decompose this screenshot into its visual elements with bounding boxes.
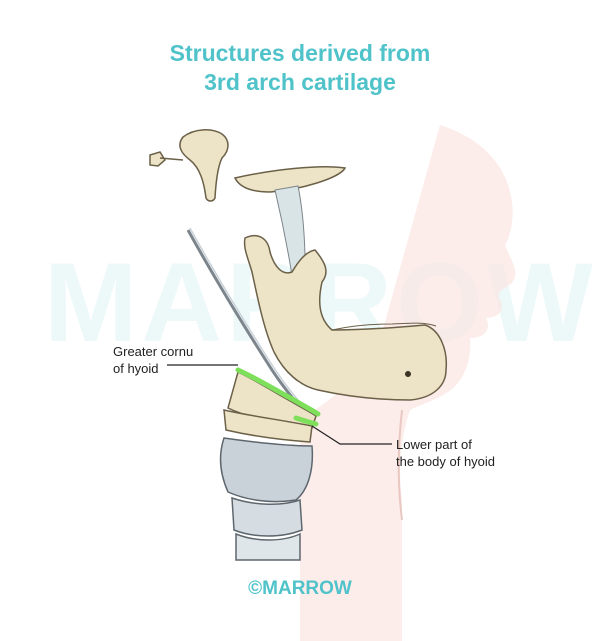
neck-shadow bbox=[397, 409, 403, 521]
leader-lower-part bbox=[311, 425, 392, 445]
brand-name: MARROW bbox=[262, 578, 352, 599]
mental-foramen bbox=[405, 371, 411, 377]
incus-bone bbox=[179, 129, 229, 202]
mandible bbox=[243, 234, 448, 401]
body-of-hyoid bbox=[223, 409, 313, 443]
trachea bbox=[235, 532, 301, 561]
label-greater-cornu-line-1: Greater cornu bbox=[113, 344, 194, 359]
copyright-symbol: © bbox=[248, 578, 263, 599]
cricoid-cartilage bbox=[231, 496, 303, 537]
stapes-bone bbox=[149, 151, 184, 167]
teeth-ridge bbox=[331, 322, 437, 331]
footer-brand: ©MARROW bbox=[0, 578, 600, 600]
label-lower-part-line-2: the body of hyoid bbox=[396, 454, 496, 469]
title-line-1: Structures derived from bbox=[169, 40, 431, 66]
greater-cornu-highlight bbox=[235, 367, 321, 417]
skull-plate bbox=[233, 166, 347, 193]
body-of-hyoid-highlight bbox=[293, 415, 319, 427]
label-lower-part-line-1: Lower part of bbox=[396, 437, 472, 452]
thyroid-cartilage bbox=[219, 437, 314, 503]
label-greater-cornu: Greater cornu of hyoid bbox=[113, 343, 193, 377]
stylohyoid-ligament bbox=[186, 229, 298, 403]
label-greater-cornu-line-2: of hyoid bbox=[113, 361, 159, 376]
title-line-2: 3rd arch cartilage bbox=[204, 69, 396, 95]
label-lower-part-of-body-of-hyoid: Lower part of the body of hyoid bbox=[396, 436, 495, 470]
